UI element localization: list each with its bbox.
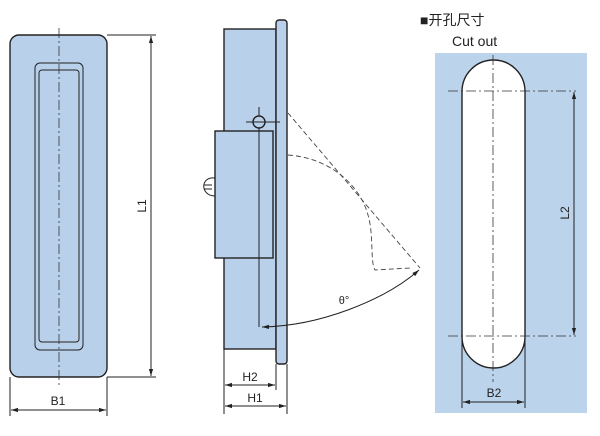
l1-label: L1 [135, 199, 149, 213]
l2-label: L2 [558, 206, 572, 220]
b2-label: B2 [487, 386, 502, 400]
cutout-title-cn: ■开孔尺寸 [420, 12, 484, 28]
side-view: θ° H2 H1 [203, 19, 421, 414]
lock-block [214, 130, 274, 259]
handle-recess [34, 62, 84, 351]
handle-outer-plate [9, 34, 108, 378]
cutout-title-en: Cut out [452, 33, 497, 49]
b1-label: B1 [51, 394, 66, 408]
angle-arc [261, 269, 420, 329]
front-plate [275, 19, 288, 365]
screw-icon [203, 177, 216, 197]
cutout-view: ■开孔尺寸 Cut out L2 B2 [420, 12, 587, 413]
h1-label: H1 [247, 391, 263, 405]
angle-label: θ° [339, 295, 350, 307]
open-handle-inner-outline [287, 154, 411, 271]
open-handle-outline [287, 112, 421, 269]
front-view: L1 B1 [9, 28, 156, 416]
cutout-slot [461, 59, 526, 369]
h2-label: H2 [242, 370, 258, 384]
